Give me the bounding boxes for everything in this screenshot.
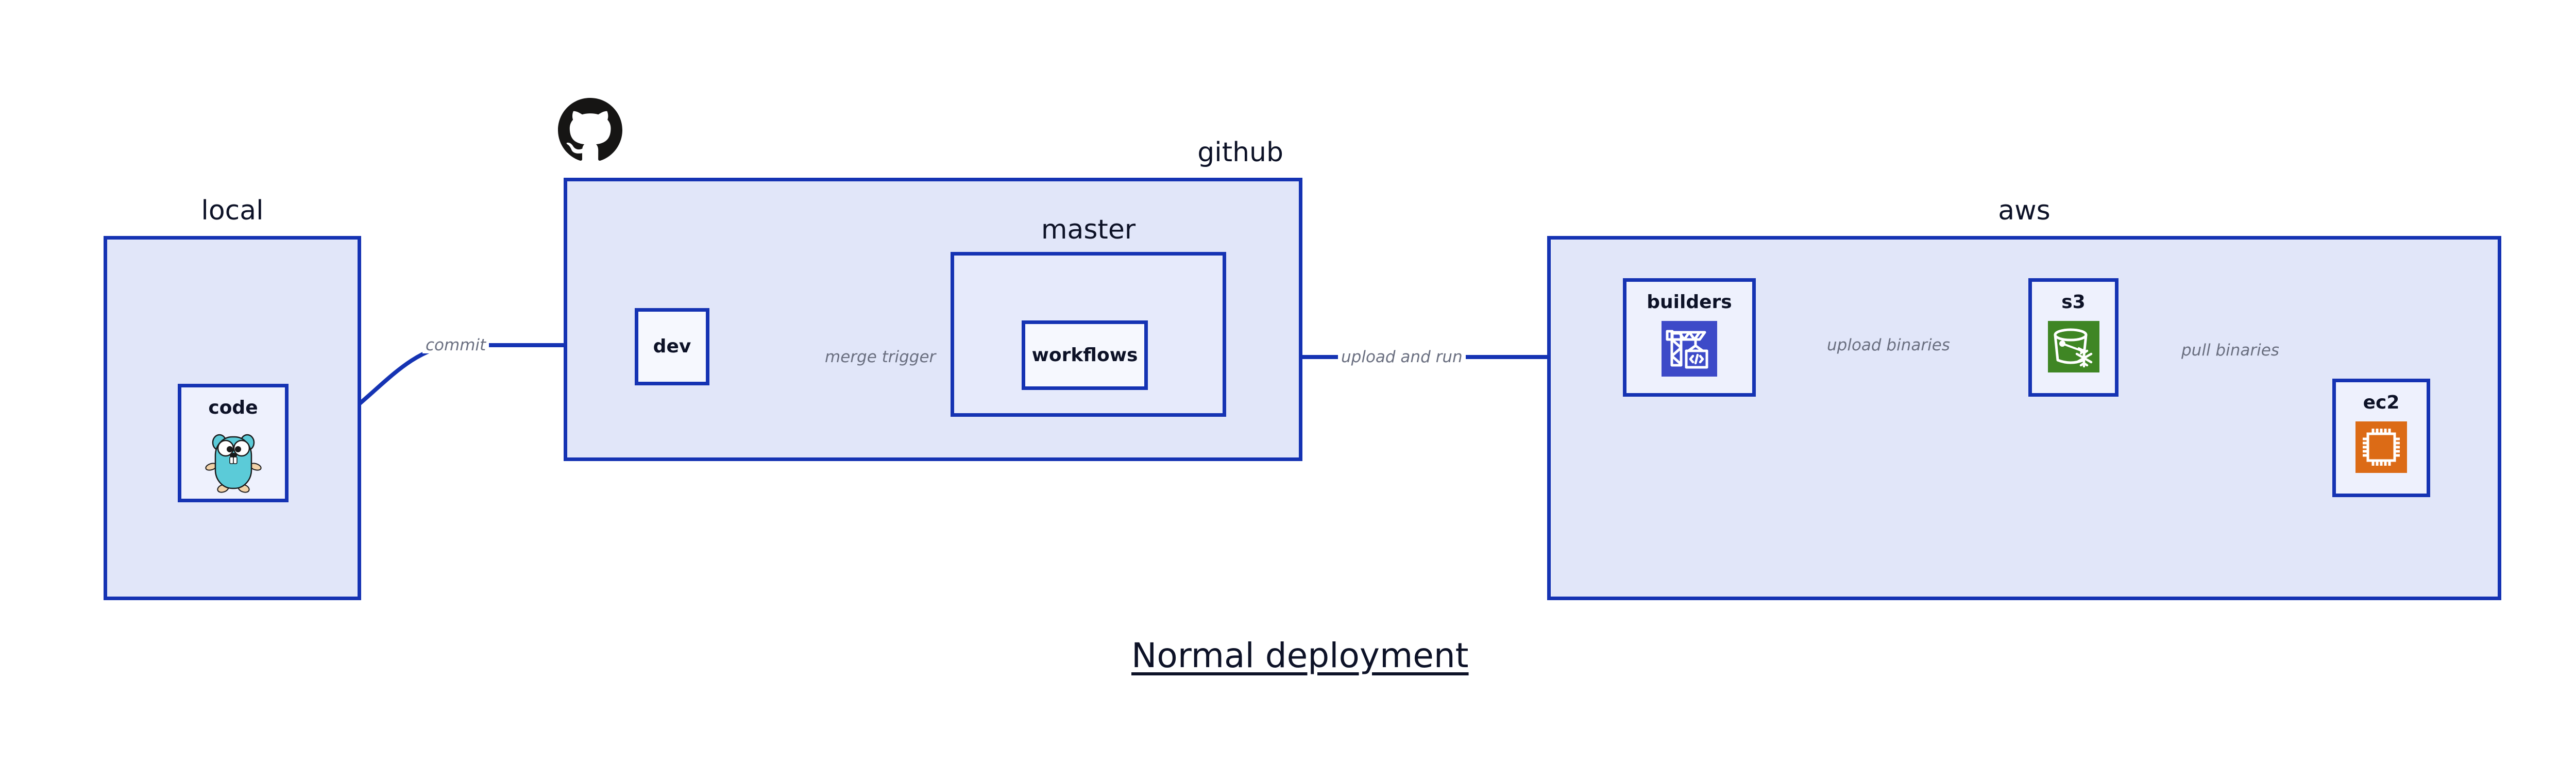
group-github-label: github xyxy=(1197,137,1283,168)
node-s3[interactable]: s3 xyxy=(2028,278,2119,397)
node-ec2-label: ec2 xyxy=(2363,392,2400,413)
aws-codebuild-icon xyxy=(1662,321,1717,379)
github-octocat-logo xyxy=(558,98,622,164)
edge-label-merge-trigger: merge trigger xyxy=(822,349,939,365)
edge-label-upload-and-run: upload and run xyxy=(1338,349,1466,365)
node-code-label: code xyxy=(208,397,258,418)
node-dev-label: dev xyxy=(653,336,691,357)
diagram-title: Normal deployment xyxy=(1131,636,1469,675)
aws-s3-glacier-icon xyxy=(2047,321,2099,375)
go-gopher-icon xyxy=(202,426,264,496)
aws-ec2-icon xyxy=(2355,421,2407,475)
node-code[interactable]: code xyxy=(178,384,289,502)
node-dev[interactable]: dev xyxy=(635,308,709,385)
edge-label-pull-binaries: pull binaries xyxy=(2178,343,2282,359)
node-ec2[interactable]: ec2 xyxy=(2332,379,2430,497)
group-local-label: local xyxy=(201,195,264,226)
edge-label-commit: commit xyxy=(422,337,489,353)
group-master-label: master xyxy=(1041,214,1136,245)
node-s3-label: s3 xyxy=(2061,292,2086,313)
group-aws-label: aws xyxy=(1998,195,2050,226)
node-workflows[interactable]: workflows xyxy=(1022,320,1148,390)
node-builders[interactable]: builders xyxy=(1623,278,1756,397)
edge-label-upload-binaries: upload binaries xyxy=(1824,337,1953,353)
node-builders-label: builders xyxy=(1647,292,1732,313)
node-workflows-label: workflows xyxy=(1031,344,1138,366)
